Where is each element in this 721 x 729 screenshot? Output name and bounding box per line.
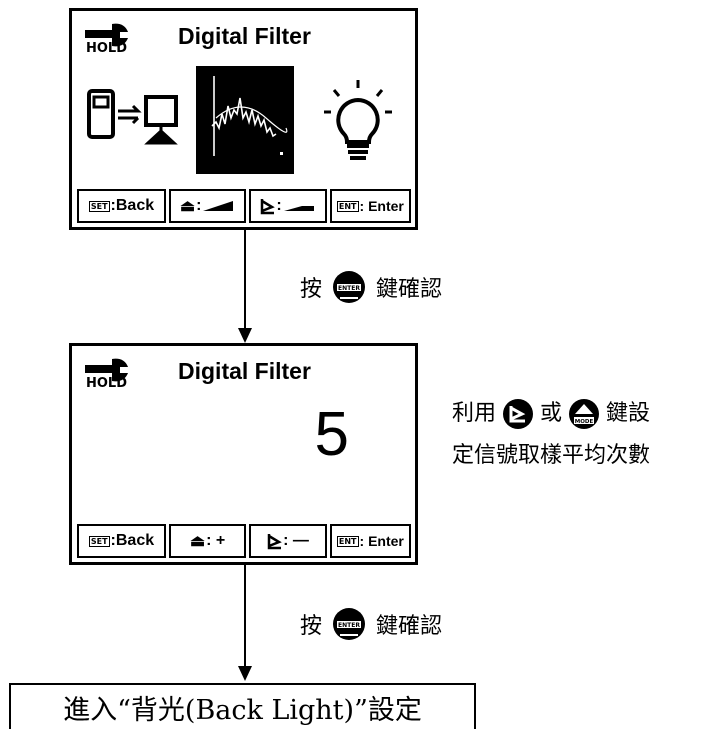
flow-arrow [238, 230, 252, 343]
softkey-label: :Back [110, 532, 155, 549]
softkey-enter[interactable]: ENT : Enter [329, 189, 411, 223]
softkey-bar: SET :Back ⏏ : + : — ENT : Enter [77, 524, 411, 558]
next-step-label: 進入“背光(Back Light)”設定 [63, 694, 422, 726]
up-eject-icon: ⏏ [179, 198, 196, 215]
softkey-label: : [196, 197, 202, 214]
ent-key-icon: ENT [336, 535, 359, 547]
lcd-screen-filter-graph: HOLD Digital Filter SET :Back ⏏ : : [69, 8, 418, 230]
softkey-label: :Back [110, 197, 155, 214]
softkey-increase[interactable]: ⏏ : + [168, 524, 247, 558]
note-line-1: 利用 或 MODE 鍵設 [452, 393, 650, 435]
note-text: 鍵設 [606, 401, 651, 426]
mode-badge-text: MODE [575, 419, 594, 425]
caption-suffix: 鍵確認 [376, 614, 443, 639]
filter-count-value: 5 [314, 400, 349, 469]
softkey-back[interactable]: SET :Back [77, 189, 166, 223]
press-enter-caption: 按 ENTER 鍵確認 [300, 270, 442, 304]
ramp-flat-icon [283, 206, 314, 211]
note-line-2: 定信號取樣平均次數 [452, 435, 650, 477]
softkey-back[interactable]: SET :Back [77, 524, 166, 558]
set-key-icon: SET [88, 200, 110, 212]
next-step-box: 進入“背光(Back Light)”設定 [9, 683, 476, 729]
screen-title: Digital Filter [178, 358, 311, 384]
screen-title: Digital Filter [178, 23, 311, 49]
enter-badge-text: ENTER [338, 622, 360, 629]
mode-button-icon: MODE [569, 399, 600, 429]
wrench-hold-icon [85, 23, 128, 47]
down-arrow-icon [261, 199, 276, 215]
softkey-decrease[interactable]: : — [249, 524, 327, 558]
filter-waveform-graphic [196, 66, 294, 174]
adjust-instruction-note: 利用 或 MODE 鍵設 定信號取樣平均次數 [452, 393, 650, 477]
enter-button-icon: ENTER [333, 608, 366, 640]
down-button-icon [503, 399, 534, 429]
enter-badge-text: ENTER [338, 285, 360, 292]
note-text: 定信號取樣平均次數 [452, 443, 651, 468]
ramp-up-icon [203, 201, 234, 211]
softkey-label: : Enter [359, 533, 404, 549]
down-arrow-icon [267, 534, 282, 550]
softkey-label: : + [206, 532, 226, 549]
softkey-label: : [276, 197, 282, 214]
softkey-bar: SET :Back ⏏ : : ENT : Enter [77, 189, 411, 223]
softkey-enter[interactable]: ENT : Enter [329, 524, 411, 558]
enter-button-icon: ENTER [333, 271, 366, 303]
softkey-label: : — [283, 532, 309, 549]
hold-label: HOLD [86, 376, 128, 391]
caption-prefix: 按 [300, 614, 323, 639]
meter-to-pc-icon [87, 89, 178, 145]
softkey-up[interactable]: ⏏ : [168, 189, 247, 223]
caption-suffix: 鍵確認 [376, 277, 443, 302]
light-bulb-icon [324, 80, 392, 160]
flow-arrow [238, 565, 252, 681]
hold-label: HOLD [86, 41, 128, 56]
softkey-down[interactable]: : [249, 189, 327, 223]
softkey-label: : Enter [359, 198, 404, 214]
ent-key-icon: ENT [336, 200, 359, 212]
press-enter-caption: 按 ENTER 鍵確認 [300, 607, 442, 641]
lcd-screen-filter-value: HOLD Digital Filter 5 SET :Back ⏏ : + : … [69, 343, 418, 565]
up-eject-icon: ⏏ [190, 533, 206, 550]
note-text: 利用 [452, 401, 497, 426]
wrench-hold-icon [85, 358, 128, 382]
note-text: 或 [540, 401, 563, 426]
set-key-icon: SET [88, 535, 110, 547]
caption-prefix: 按 [300, 277, 323, 302]
